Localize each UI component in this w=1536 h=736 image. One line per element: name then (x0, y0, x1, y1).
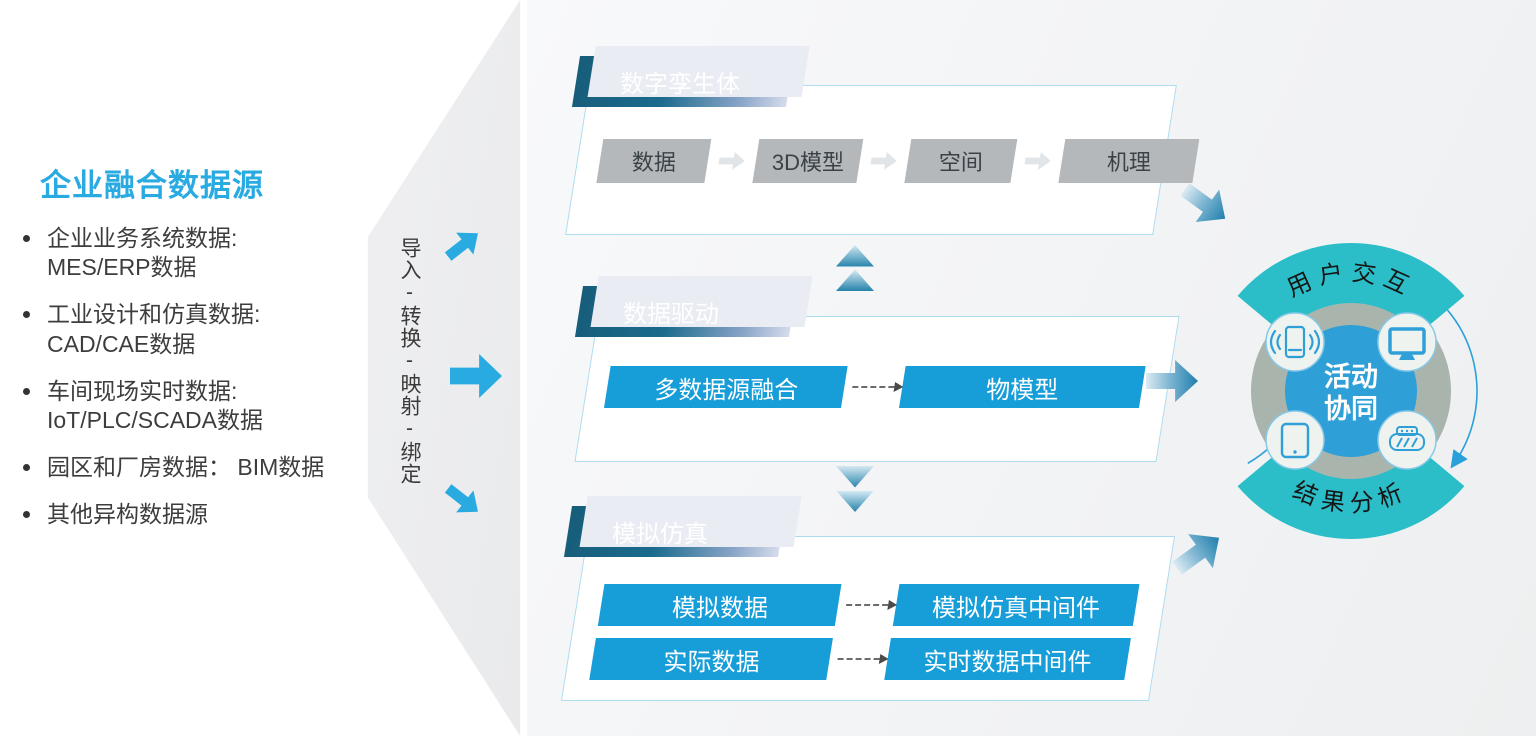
list-item: 工业设计和仿真数据: CAD/CAE数据 (20, 300, 365, 358)
section-header-data-driven: 数据驱动 (574, 286, 798, 337)
panel-digital-twin: 数据 3D模型 空间 机理 (565, 85, 1200, 235)
sim-middleware-box: 模拟仿真中间件 (892, 584, 1140, 626)
data-driven-row: 多数据源融合 物模型 (603, 366, 1146, 408)
tablet-icon (1265, 410, 1325, 470)
list-item: 企业业务系统数据: MES/ERP数据 (20, 224, 365, 282)
bottom-band (1237, 447, 1465, 539)
simulation-row: 实际数据 实时数据中间件 (589, 638, 1131, 680)
sim-data-box: 模拟数据 (597, 584, 842, 626)
list-item: 其他异构数据源 (20, 500, 365, 529)
smartphone-icon (1265, 312, 1325, 372)
monitor-icon (1377, 312, 1437, 372)
dashed-arrow-icon (845, 604, 889, 606)
list-item: 车间现场实时数据: IoT/PLC/SCADA数据 (20, 377, 365, 435)
realtime-middleware-box: 实时数据中间件 (884, 638, 1131, 680)
arrow-right-icon (717, 152, 746, 170)
transform-steps-label: 导入-转换-映射-绑定 (398, 237, 421, 485)
arrow-right-icon (1023, 152, 1052, 170)
panel-simulation: 模拟数据 模拟仿真中间件 实际数据 实时数据中间件 (560, 536, 1176, 701)
panel-data-driven: 多数据源融合 物模型 (574, 316, 1180, 462)
dashed-arrow-icon (837, 658, 880, 660)
multi-source-fusion-box: 多数据源融合 (603, 366, 848, 408)
simulation-row: 模拟数据 模拟仿真中间件 (597, 584, 1140, 626)
chevron-up-icon (836, 245, 874, 291)
thing-model-box: 物模型 (898, 366, 1146, 408)
smart-glasses-icon (1377, 410, 1437, 470)
activity-coordination-diagram: 用户交互 结果分析 活动 协同 (1237, 243, 1478, 539)
center-label-line2: 协同 (1324, 394, 1378, 424)
step-box: 机理 (1058, 139, 1200, 183)
arrow-right-icon (869, 152, 898, 170)
real-data-box: 实际数据 (589, 638, 833, 680)
list-item: 园区和厂房数据： BIM数据 (20, 453, 365, 482)
chevron-down-icon (836, 466, 874, 512)
digital-twin-steps-row: 数据 3D模型 空间 机理 (596, 139, 1200, 183)
data-source-list: 企业业务系统数据: MES/ERP数据 工业设计和仿真数据: CAD/CAE数据… (20, 224, 365, 548)
section-header-digital-twin: 数字孪生体 (571, 56, 795, 107)
step-box: 空间 (904, 139, 1018, 183)
page-title: 企业融合数据源 (40, 168, 264, 203)
section-header-simulation: 模拟仿真 (563, 506, 787, 557)
step-box: 数据 (596, 139, 712, 183)
step-box: 3D模型 (752, 139, 864, 183)
center-label-line1: 活动 (1324, 362, 1378, 392)
dashed-arrow-icon (852, 386, 895, 388)
top-band (1237, 243, 1465, 335)
